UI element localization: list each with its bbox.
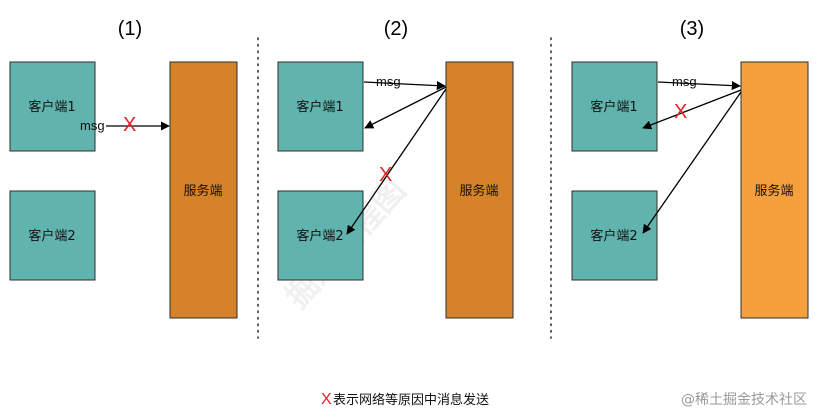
server-label: 服务端	[183, 183, 222, 199]
client-1-label: 客户端1	[28, 99, 75, 115]
server-box	[740, 61, 809, 319]
site-credit: @稀土掘金技术社区	[681, 392, 807, 408]
forward-arrow-client-1	[364, 86, 447, 129]
server-label: 服务端	[754, 183, 793, 199]
panel-title: (3)	[680, 18, 704, 40]
client-2-box	[277, 190, 364, 281]
panel-3: (3) 客户端1 客户端2 服务端 msg X	[571, 18, 809, 319]
server-label: 服务端	[459, 183, 498, 199]
msg-label: msg	[80, 118, 105, 133]
msg-label: msg	[376, 74, 401, 89]
client-2-box	[571, 190, 658, 281]
panel-1: (1) 客户端1 客户端2 服务端 msg X	[9, 18, 238, 319]
client-1-box	[277, 61, 364, 152]
legend: X 表示网络等原因中消息发送	[321, 391, 489, 408]
server-box	[169, 61, 238, 319]
client-1-box	[9, 61, 96, 152]
panel-title: (1)	[118, 18, 142, 40]
client-2-box	[9, 190, 96, 281]
client-1-label: 客户端1	[296, 99, 343, 115]
legend-x-mark: X	[321, 391, 332, 408]
blocked-x-mark: X	[379, 164, 392, 186]
legend-text: 表示网络等原因中消息发送	[333, 392, 489, 408]
blocked-x-mark: X	[674, 101, 687, 123]
msg-arrow-to-server	[657, 81, 741, 91]
panel-2: (2) 客户端1 客户端2 服务端 msg X	[277, 18, 514, 319]
server-box	[445, 61, 514, 319]
forward-arrow-client-1	[642, 89, 742, 130]
client-2-label: 客户端2	[296, 228, 343, 244]
forward-arrow-client-2	[346, 88, 447, 235]
forward-arrow-client-2	[642, 91, 742, 234]
client-2-label: 客户端2	[590, 228, 637, 244]
client-1-label: 客户端1	[590, 99, 637, 115]
client-2-label: 客户端2	[28, 228, 75, 244]
msg-label: msg	[672, 74, 697, 89]
client-1-box	[571, 61, 658, 152]
blocked-x-mark: X	[123, 114, 136, 136]
panel-title: (2)	[384, 18, 408, 40]
msg-arrow-to-server	[363, 81, 446, 91]
